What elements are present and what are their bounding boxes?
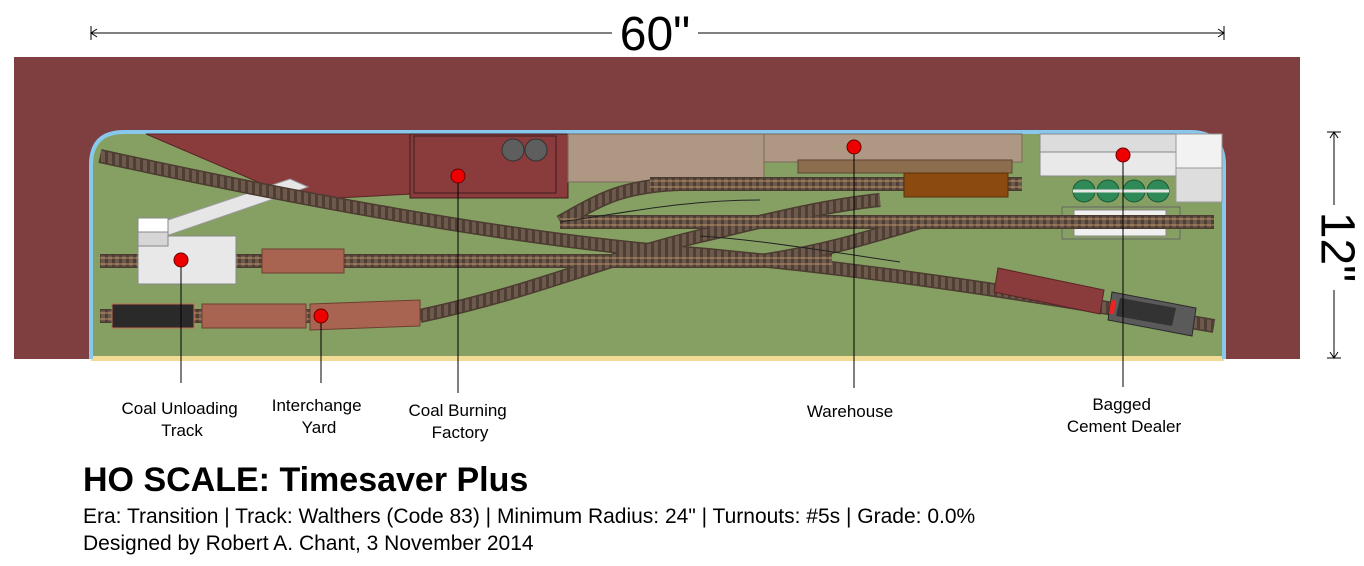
plan-credit: Designed by Robert A. Chant, 3 November … (83, 532, 534, 555)
callout-labels: Coal Unloading Track Interchange Yard Co… (122, 395, 1182, 442)
width-label: 60" (620, 8, 690, 61)
locomotive (1107, 291, 1197, 337)
tank-icon (501, 138, 525, 162)
width-dimension: 60" (90, 8, 1225, 61)
label-cement: Bagged Cement Dealer (1067, 395, 1182, 436)
boxcar (993, 267, 1105, 315)
marker-interchange (313, 308, 329, 324)
label-coal-unloading: Coal Unloading Track (122, 399, 243, 440)
label-interchange: Interchange Yard (272, 396, 367, 437)
label-warehouse: Warehouse (807, 402, 893, 421)
height-label: 12" (1310, 212, 1363, 282)
plan-title: HO SCALE: Timesaver Plus (83, 461, 529, 499)
cement-dealer (1039, 151, 1177, 177)
marker-coal-unloading (173, 252, 189, 268)
warehouse (763, 133, 1023, 163)
marker-cement (1115, 147, 1131, 163)
boxcar (309, 299, 421, 331)
marker-coal-factory (450, 168, 466, 184)
boxcar (903, 172, 1009, 198)
boxcar (261, 248, 345, 274)
building-flat (567, 133, 765, 183)
marker-warehouse (846, 139, 862, 155)
boxcar (201, 303, 307, 329)
label-coal-factory: Coal Burning Factory (408, 401, 511, 442)
location-markers (173, 139, 1131, 324)
cement-dealer-roof (1039, 133, 1177, 153)
height-dimension: 12" (1310, 131, 1363, 359)
callout-leaders (180, 147, 1124, 393)
plan-specs: Era: Transition | Track: Walthers (Code … (83, 505, 976, 528)
coal-hopper (111, 303, 195, 329)
rolling-stock (111, 172, 1197, 337)
structures (145, 133, 1223, 240)
warehouse-dock (797, 159, 1013, 174)
silo-icons (1072, 179, 1170, 203)
tank-icon (524, 138, 548, 162)
